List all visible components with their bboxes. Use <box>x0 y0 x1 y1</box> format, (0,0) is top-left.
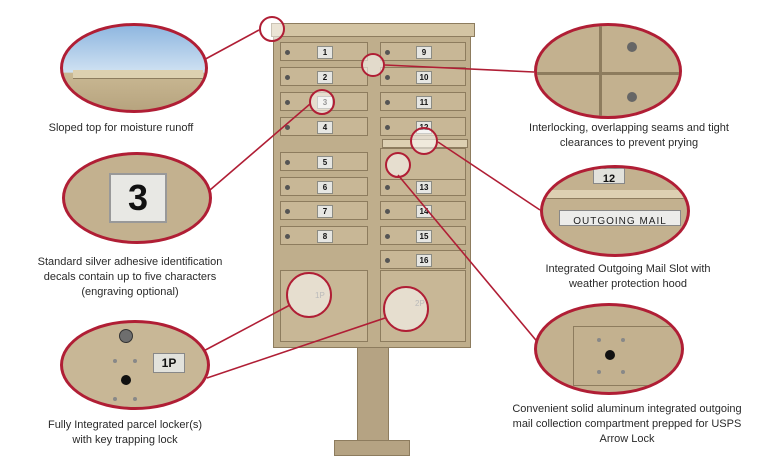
door-lock-icon <box>385 234 390 239</box>
left-door-1: 1 <box>280 42 368 61</box>
door-lock-icon <box>385 258 390 263</box>
collection-rivet-4 <box>621 370 625 374</box>
door-number: 1 <box>317 46 333 59</box>
seam-line-h <box>537 72 679 75</box>
door-number: 2 <box>317 71 333 84</box>
caption-seams: Interlocking, overlapping seams and tigh… <box>529 122 729 149</box>
door-lock-icon <box>385 209 390 214</box>
door-number: 9 <box>416 46 432 59</box>
outgoing-hood <box>543 190 687 199</box>
zoom-outgoing: 12 OUTGOING MAIL <box>540 165 690 257</box>
outgoing-label-plate: OUTGOING MAIL <box>559 210 681 227</box>
highlight-decal <box>309 89 335 115</box>
parcel-label-plate: 1P <box>153 353 185 373</box>
door-number: 15 <box>416 230 432 243</box>
outgoing-label-text: OUTGOING MAIL <box>573 216 667 227</box>
right-door-11: 11 <box>380 92 466 111</box>
door-number: 13 <box>416 181 432 194</box>
decal-sample-text: 3 <box>127 177 149 218</box>
caption-collection: Convenient solid aluminum integrated out… <box>512 403 742 445</box>
door-lock-icon <box>285 160 290 165</box>
collection-rivet-2 <box>621 338 625 342</box>
collection-rivet-1 <box>597 338 601 342</box>
door-lock-icon <box>385 100 390 105</box>
highlight-top <box>259 16 285 42</box>
door-number: 7 <box>317 205 333 218</box>
parcel-rivet-3 <box>113 397 117 401</box>
zoom-decal: 3 <box>62 152 212 244</box>
door-lock-icon <box>385 50 390 55</box>
door-lock-icon <box>285 185 290 190</box>
collection-door-edge <box>573 326 681 386</box>
outgoing-number-text: 12 <box>602 173 616 185</box>
door-lock-icon <box>285 125 290 130</box>
caption-parcel: Fully Integrated parcel locker(s) with k… <box>47 419 203 446</box>
seam-lock-1 <box>627 42 637 52</box>
door-number: 14 <box>416 205 432 218</box>
right-door-15: 15 <box>380 226 466 245</box>
decal-sample: 3 <box>109 173 167 223</box>
door-lock-icon <box>285 209 290 214</box>
zoom-seams <box>534 23 682 119</box>
highlight-seam <box>361 53 385 77</box>
door-number: 6 <box>317 181 333 194</box>
zoom-sloped-top-cap <box>73 70 203 79</box>
caption-decals: Standard silver adhesive identification … <box>37 256 223 298</box>
door-number: 8 <box>317 230 333 243</box>
highlight-collection <box>385 152 411 178</box>
door-lock-icon <box>385 125 390 130</box>
parcel-lock-hole <box>121 375 131 385</box>
outgoing-number-plate: 12 <box>593 168 625 185</box>
highlight-parcel-right <box>383 286 429 332</box>
right-door-14: 14 <box>380 201 466 220</box>
left-door-2: 2 <box>280 67 368 86</box>
highlight-parcel-lock <box>286 272 332 318</box>
right-door-9: 9 <box>380 42 466 61</box>
door-lock-icon <box>285 75 290 80</box>
door-lock-icon <box>285 234 290 239</box>
left-door-4: 4 <box>280 117 368 136</box>
collection-rivet-3 <box>597 370 601 374</box>
door-number: 11 <box>416 96 432 109</box>
parcel-rivet-2 <box>133 359 137 363</box>
door-number: 10 <box>416 71 432 84</box>
door-lock-icon <box>285 100 290 105</box>
sloped-top <box>271 23 475 37</box>
left-door-5: 5 <box>280 152 368 171</box>
pedestal-base <box>334 440 410 456</box>
right-door-10: 10 <box>380 67 466 86</box>
right-door-16: 16 <box>380 250 466 269</box>
door-number: 5 <box>317 156 333 169</box>
left-door-8: 8 <box>280 226 368 245</box>
highlight-slot <box>410 127 438 155</box>
door-lock-icon <box>385 75 390 80</box>
collection-lock-hole <box>605 350 615 360</box>
caption-sloped-top: Sloped top for moisture runoff <box>48 122 194 134</box>
zoom-collection <box>534 303 684 395</box>
seam-lock-2 <box>627 92 637 102</box>
parcel-key-lock <box>119 329 133 343</box>
zoom-sloped-top <box>60 23 208 113</box>
door-lock-icon <box>285 50 290 55</box>
pedestal-post <box>357 345 389 452</box>
door-number: 16 <box>416 254 432 267</box>
caption-outgoing: Integrated Outgoing Mail Slot with weath… <box>545 263 711 290</box>
left-door-6: 6 <box>280 177 368 196</box>
door-lock-icon <box>385 185 390 190</box>
zoom-parcel: 1P <box>60 320 210 410</box>
seam-line-v <box>599 26 602 116</box>
door-number: 4 <box>317 121 333 134</box>
left-door-7: 7 <box>280 201 368 220</box>
parcel-rivet-4 <box>133 397 137 401</box>
parcel-rivet-1 <box>113 359 117 363</box>
parcel-label-text: 1P <box>161 356 177 370</box>
